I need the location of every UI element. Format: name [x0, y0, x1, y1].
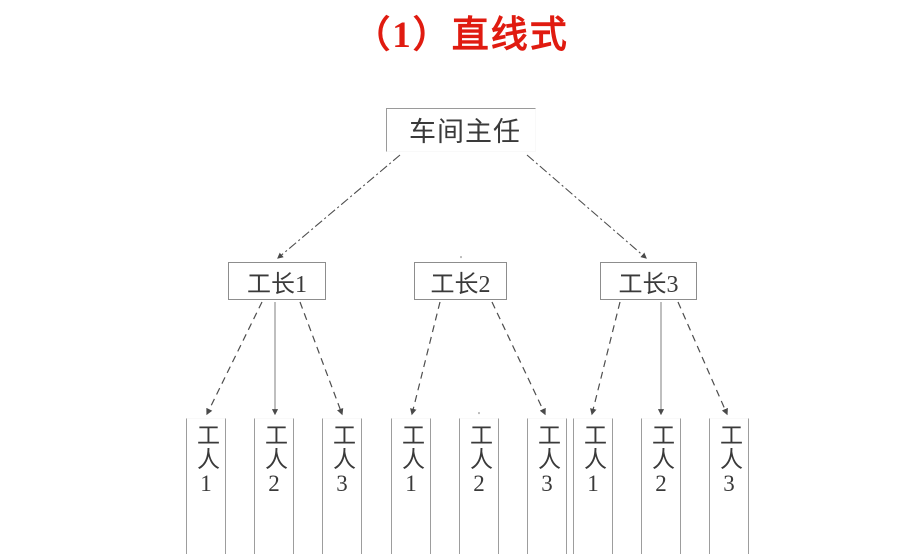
node-worker-g1-1[interactable]: 工人1 [186, 418, 226, 554]
node-label: 工人3 [716, 423, 742, 497]
connector-manager-2-to-worker-2-1 [410, 301, 441, 416]
node-worker-g2-2[interactable]: 工人2 [459, 418, 499, 554]
node-worker-g1-3[interactable]: 工人3 [322, 418, 362, 554]
page-title: （1）直线式 [353, 15, 569, 56]
node-label: 工长2 [430, 271, 491, 298]
node-workshop-director[interactable]: 车间主任 [386, 108, 536, 152]
node-label: 车间主任 [409, 116, 521, 147]
node-label: 工人2 [648, 423, 674, 497]
node-label: 工人3 [534, 423, 560, 497]
connector-manager-3-to-worker-3-1 [590, 301, 621, 416]
node-foreman-2[interactable]: 工长2 [414, 262, 507, 300]
node-label: 工人1 [193, 423, 219, 497]
node-label: 工人2 [261, 423, 287, 497]
node-foreman-3[interactable]: 工长3 [600, 262, 697, 300]
connector-root-to-manager-1 [277, 154, 401, 259]
connector-manager-3-to-worker-3-3 [677, 301, 728, 416]
node-worker-g3-1[interactable]: 工人1 [573, 418, 613, 554]
node-label: 工人1 [580, 423, 606, 497]
node-label: 工人3 [329, 423, 355, 497]
connector-root-to-manager-3 [526, 154, 647, 259]
node-worker-g3-2[interactable]: 工人2 [641, 418, 681, 554]
node-worker-g1-2[interactable]: 工人2 [254, 418, 294, 554]
connector-manager-1-to-worker-1-1 [206, 301, 263, 416]
node-label: 工人1 [398, 423, 424, 497]
node-foreman-1[interactable]: 工长1 [228, 262, 326, 300]
node-label: 工人2 [466, 423, 492, 497]
node-label: 工长3 [618, 271, 679, 298]
connector-manager-1-to-worker-1-3 [299, 301, 344, 416]
node-worker-g2-3[interactable]: 工人3 [527, 418, 567, 554]
node-label: 工长1 [247, 271, 307, 298]
node-worker-g3-3[interactable]: 工人3 [709, 418, 749, 554]
connector-manager-2-to-worker-2-3 [491, 301, 546, 416]
node-worker-g2-1[interactable]: 工人1 [391, 418, 431, 554]
